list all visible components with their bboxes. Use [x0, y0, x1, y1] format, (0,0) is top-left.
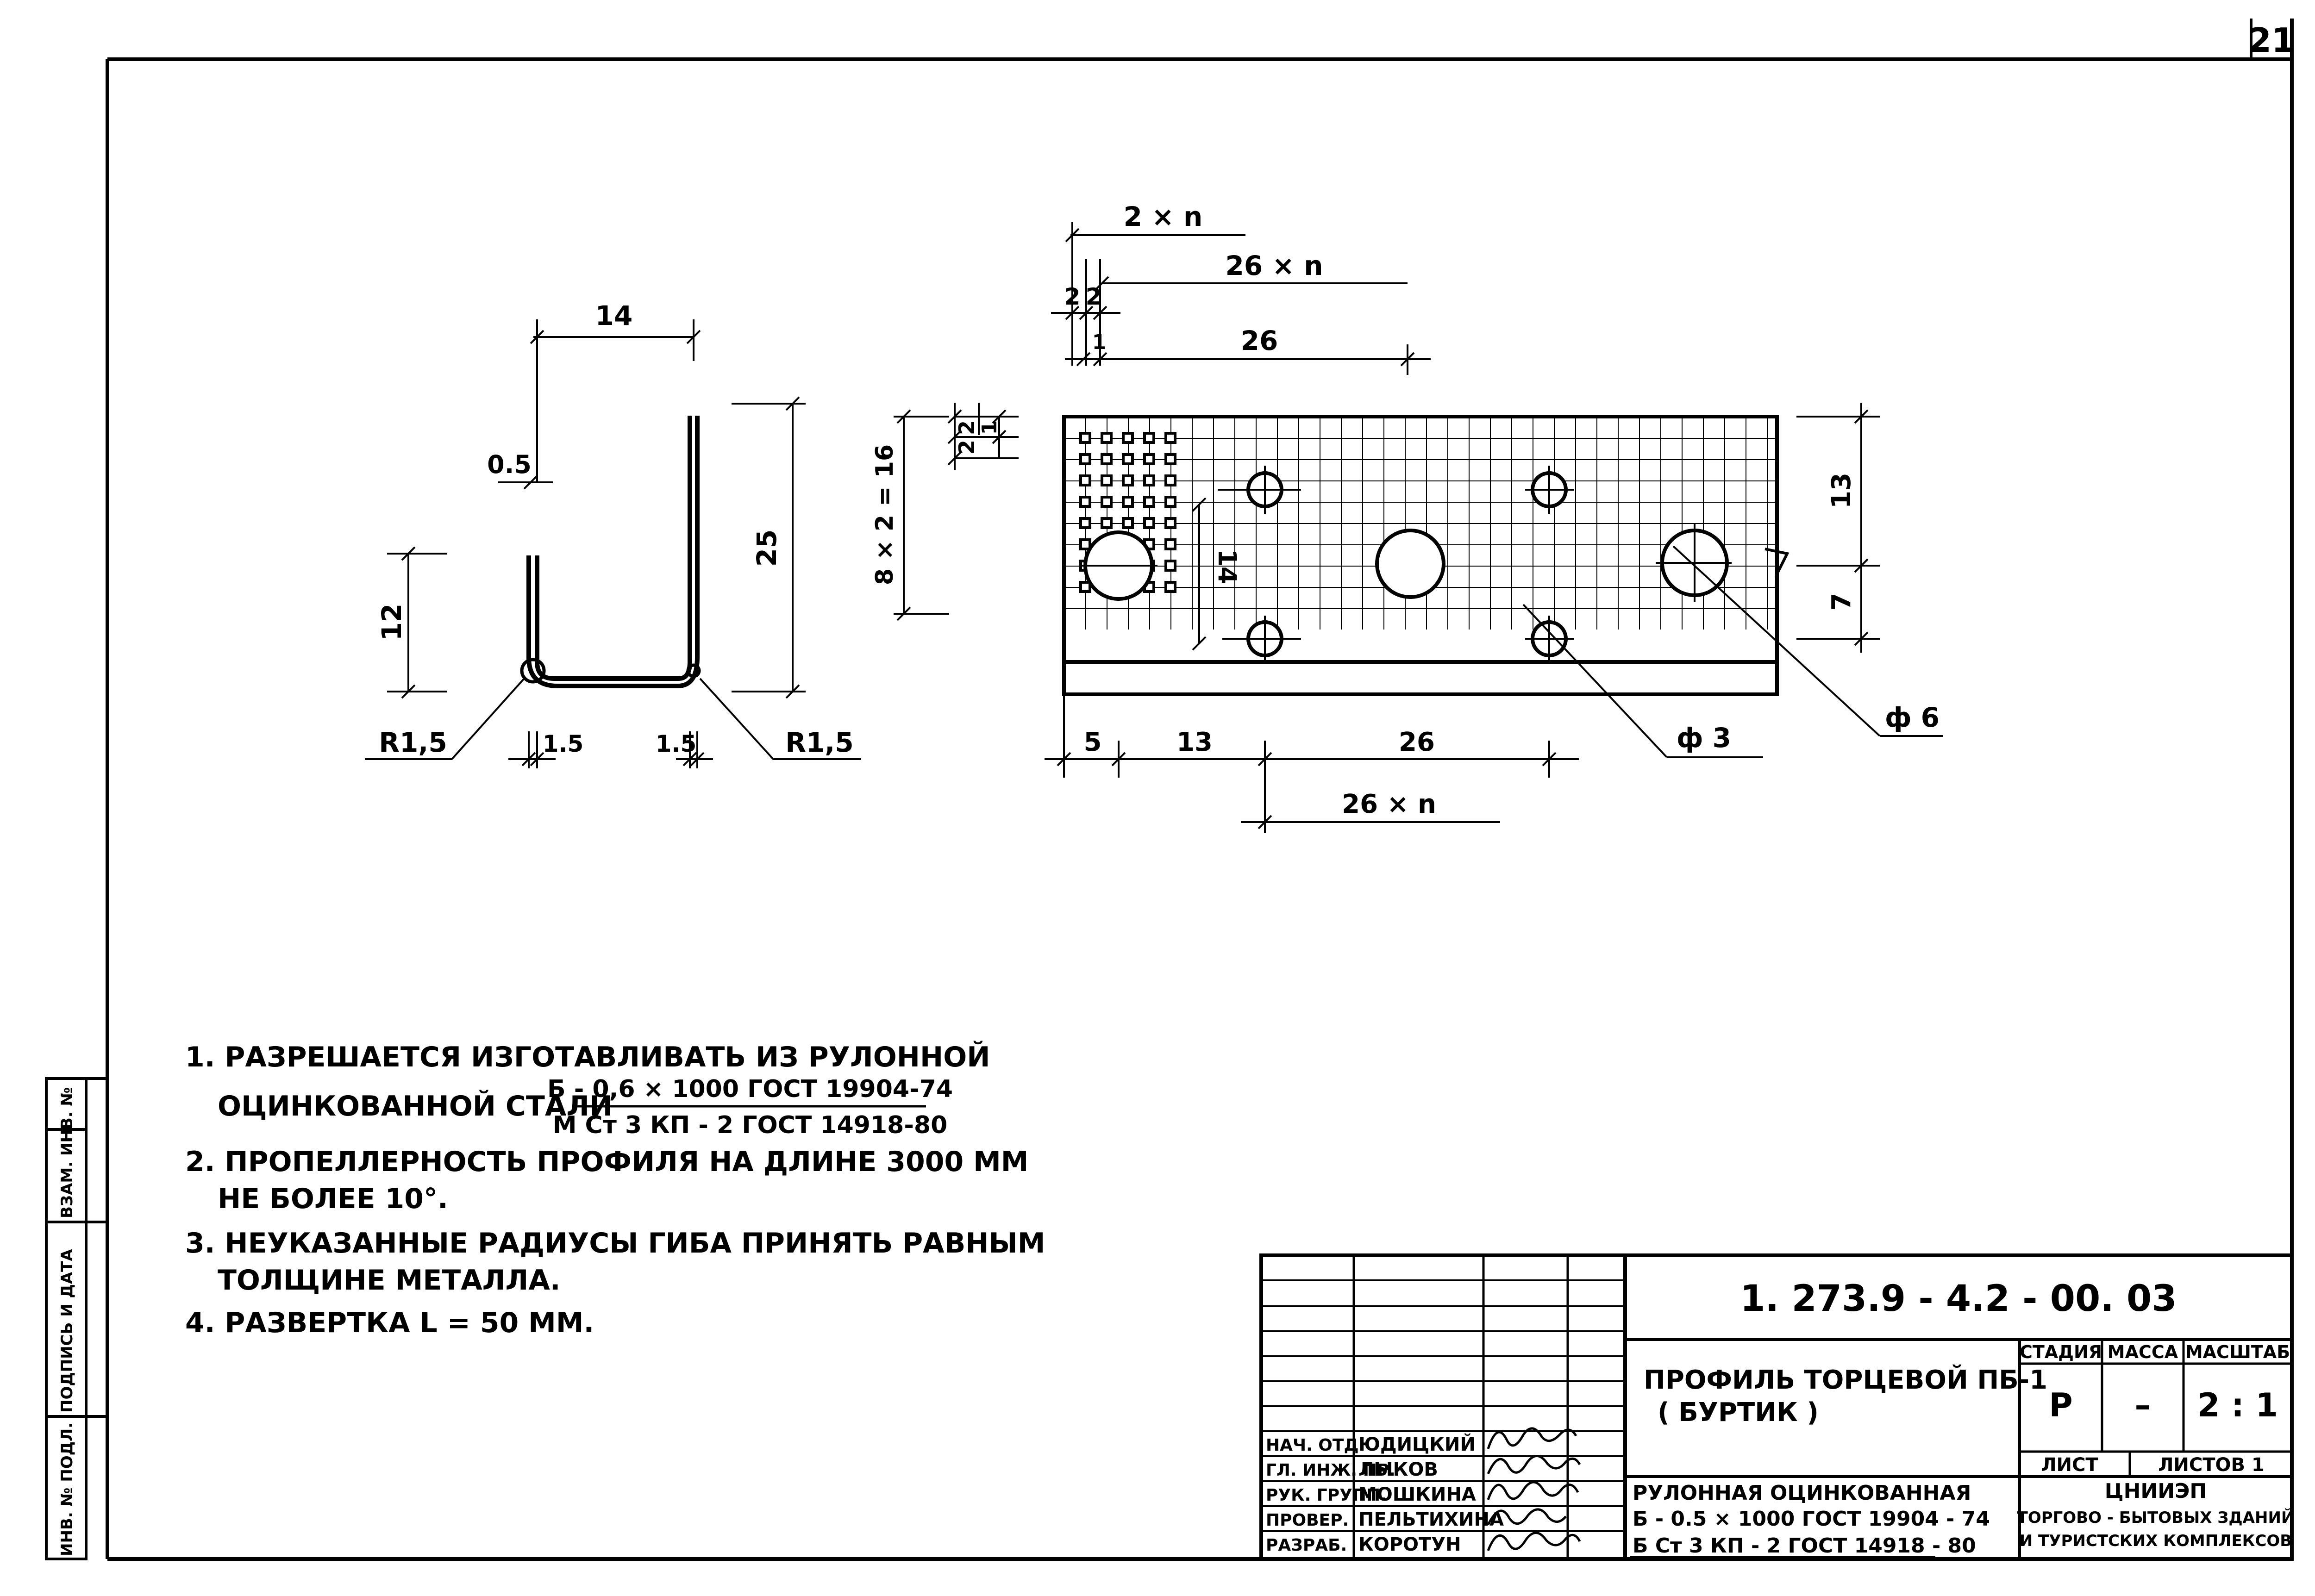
stamp-inv-orig: ИНВ. № ПОДЛ.: [58, 1422, 76, 1556]
dim-2n: 2 × n: [1124, 201, 1203, 232]
dim-radius-right: R1,5: [785, 727, 853, 758]
plan-view: [1062, 415, 1789, 696]
note-2: 2. ПРОПЕЛЛЕРНОСТЬ ПРОФИЛЯ НА ДЛИНЕ 3000 …: [185, 1146, 1029, 1178]
dim-thickness: 0.5: [487, 450, 532, 479]
dim-12: 12: [376, 604, 407, 641]
sheet-label: ЛИСТ: [2041, 1454, 2098, 1476]
org-line-2: ТОРГОВО - БЫТОВЫХ ЗДАНИЙ: [2017, 1508, 2295, 1527]
dim-26n-top: 26 × n: [1226, 250, 1323, 281]
material-line-3: Б Ст 3 КП - 2 ГОСТ 14918 - 80: [1633, 1534, 1976, 1558]
profile-dim-labels: 14 0.5 25 12 R1,5 R1,5 1.5 1.5: [376, 300, 854, 758]
sheets-label: ЛИСТОВ 1: [2158, 1454, 2265, 1476]
sheet-number: 21: [2248, 21, 2295, 60]
dim-14-plan: 14: [1213, 549, 1242, 584]
name-1: ЮДИЦКИЙ: [1358, 1433, 1476, 1455]
plan-dimensions: [894, 222, 1943, 833]
role-4: ПРОВЕР.: [1266, 1511, 1349, 1530]
role-5: РАЗРАБ.: [1266, 1536, 1347, 1555]
role-1: НАЧ. ОТД.: [1266, 1436, 1365, 1455]
doc-code: 1. 273.9 - 4.2 - 00. 03: [1740, 1278, 2177, 1320]
material-line-1: РУЛОННАЯ ОЦИНКОВАННАЯ: [1633, 1481, 1971, 1505]
note-2-cont: НЕ БОЛЕЕ 10°.: [218, 1183, 448, 1215]
stage-value: Р: [2049, 1386, 2072, 1424]
mass-value: –: [2135, 1386, 2151, 1424]
dim-8x2: 8 × 2 = 16: [871, 444, 899, 585]
dim-offset-right: 1.5: [656, 730, 697, 757]
doc-title: ПРОФИЛЬ ТОРЦЕВОЙ ПБ-1: [1644, 1365, 2047, 1395]
dim-1b: 1: [978, 421, 1001, 435]
dim-26-bottom: 26: [1399, 727, 1435, 757]
note-4: 4. РАЗВЕРТКА L = 50 ММ.: [185, 1307, 594, 1339]
dim-26n-bottom: 26 × n: [1342, 789, 1436, 819]
name-2: ЛЫКОВ: [1358, 1459, 1438, 1480]
name-3: МОШКИНА: [1358, 1484, 1476, 1505]
profile-dimensions: [365, 319, 861, 768]
stamp-replace-inv: ВЗАМ. ИНВ. №: [58, 1087, 76, 1218]
stage-label: СТАДИЯ: [2020, 1342, 2102, 1362]
dim-2c: 2: [954, 440, 979, 455]
dim-phi3: ф 3: [1677, 722, 1731, 754]
dim-phi6: ф 6: [1885, 702, 1940, 733]
dim-radius-left: R1,5: [379, 727, 447, 758]
side-stamp: [45, 1077, 107, 1560]
role-2: ГЛ. ИНЖ. ПР.: [1266, 1461, 1395, 1480]
dim-2b: 2: [1086, 283, 1102, 310]
dim-1: 1: [1092, 330, 1107, 354]
dim-offset-left: 1.5: [543, 730, 584, 757]
dim-5: 5: [1084, 727, 1102, 757]
name-4: ПЕЛЬТИХИНА: [1358, 1509, 1504, 1530]
title-block-text: 1. 273.9 - 4.2 - 00. 03 ПРОФИЛЬ ТОРЦЕВОЙ…: [1266, 1278, 2294, 1558]
profile-section: [520, 416, 701, 688]
doc-title-sub: ( БУРТИК ): [1658, 1397, 1819, 1428]
dim-13-bottom: 13: [1176, 727, 1213, 757]
note-3-cont: ТОЛЩИНЕ МЕТАЛЛА.: [218, 1264, 561, 1297]
org-line-1: ЦНИИЭП: [2105, 1479, 2207, 1503]
mass-label: МАССА: [2108, 1342, 2178, 1362]
notes: 1. РАЗРЕШАЕТСЯ ИЗГОТАВЛИВАТЬ ИЗ РУЛОННОЙ…: [185, 1040, 1045, 1339]
note-fraction-top: Б - 0,6 × 1000 ГОСТ 19904-74: [547, 1075, 953, 1103]
role-3: РУК. ГРУПП.: [1266, 1486, 1387, 1505]
dim-14: 14: [595, 300, 633, 331]
scale-value: 2 : 1: [2197, 1386, 2278, 1424]
note-1-cont: ОЦИНКОВАННОЙ СТАЛИ: [218, 1089, 613, 1122]
scale-label: МАСШТАБ: [2185, 1342, 2290, 1362]
org-line-3: И ТУРИСТСКИХ КОМПЛЕКСОВ: [2020, 1532, 2292, 1550]
note-3: 3. НЕУКАЗАННЫЕ РАДИУСЫ ГИБА ПРИНЯТЬ РАВН…: [185, 1227, 1045, 1259]
dim-25: 25: [751, 530, 782, 567]
dim-2a: 2: [1064, 283, 1081, 310]
dim-13-right: 13: [1827, 473, 1857, 509]
note-fraction-bottom: М Ст 3 КП - 2 ГОСТ 14918-80: [553, 1111, 948, 1139]
signatures: [1487, 1427, 1581, 1551]
dim-7: 7: [1827, 593, 1857, 611]
stamp-signature-date: ПОДПИСЬ И ДАТА: [58, 1249, 76, 1413]
note-1: 1. РАЗРЕШАЕТСЯ ИЗГОТАВЛИВАТЬ ИЗ РУЛОННОЙ: [185, 1040, 990, 1073]
name-5: КОРОТУН: [1358, 1534, 1461, 1555]
dim-2d: 2: [954, 420, 979, 435]
title-block: [1259, 1253, 2294, 1561]
plan-dim-labels: 2 × n 26 × n 2 2 1 26 8 × 2 = 16 2 2 1 1…: [871, 201, 1940, 819]
material-line-2: Б - 0.5 × 1000 ГОСТ 19904 - 74: [1633, 1507, 1990, 1531]
dim-26-top: 26: [1241, 325, 1278, 356]
